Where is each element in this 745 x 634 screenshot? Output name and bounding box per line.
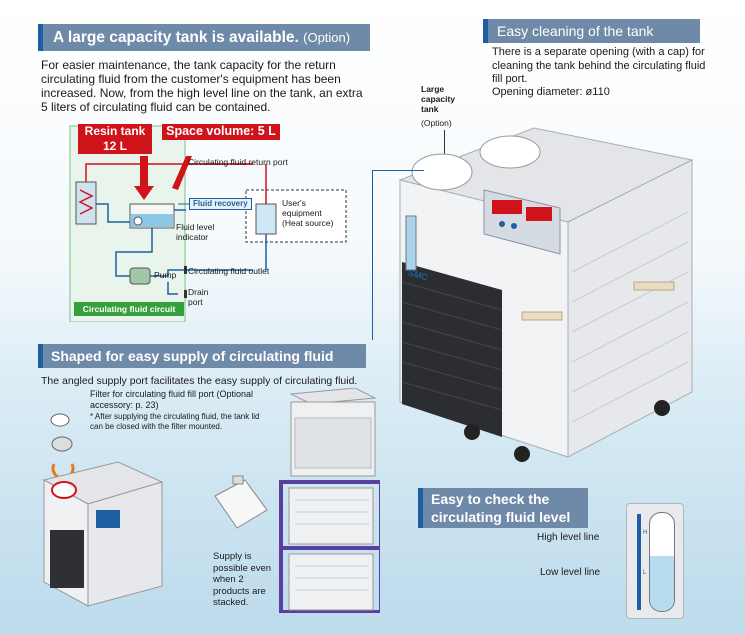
level-tube: [649, 512, 675, 612]
supply-chiller-illustration: [42, 413, 164, 607]
chiller-illustration: [398, 127, 694, 462]
fluid-level-fill: [650, 556, 674, 611]
low-mark: L: [643, 570, 647, 576]
supply-body: The angled supply port facilitates the e…: [41, 375, 358, 387]
tank-title-text: A large capacity tank is available.: [53, 29, 299, 46]
fluid-recovery-label: Fluid recovery: [189, 198, 252, 210]
drain-port-label: Drain port: [188, 287, 209, 307]
level-pointer: [372, 170, 424, 171]
circuit-label: Circulating fluid circuit: [74, 302, 184, 316]
stacked-note: Supply is possible even when 2 products …: [213, 551, 272, 608]
low-level-label: Low level line: [540, 567, 601, 578]
resin-tank-label: Resin tank 12 L: [78, 124, 152, 154]
level-window: H L: [626, 503, 684, 619]
note-marker: *: [90, 412, 95, 421]
level-scale-bar: [637, 514, 641, 610]
tank-title-option: (Option): [303, 30, 351, 45]
level-title: Easy to check the circulating fluid leve…: [418, 488, 588, 528]
supply-title: Shaped for easy supply of circulating fl…: [38, 344, 366, 368]
level-indicator-label: Fluid level indicator: [176, 222, 215, 242]
stacked-illustration: [214, 387, 383, 614]
level-pointer-vertical: [372, 170, 373, 340]
chiller-main: SMC: [392, 112, 712, 477]
large-tank-pointer: [444, 130, 445, 164]
filter-label: Filter for circulating fluid fill port (…: [90, 389, 254, 410]
circuit-diagram: Resin tank 12 L Space volume: 5 L Circul…: [68, 124, 348, 322]
high-mark: H: [643, 530, 648, 536]
large-tank-option: (Option): [421, 118, 452, 128]
circuit-lines: [69, 125, 347, 322]
tank-section-title: A large capacity tank is available. (Opt…: [38, 24, 370, 51]
tank-description: For easier maintenance, the tank capacit…: [41, 58, 363, 114]
stacked-chillers: [205, 387, 383, 614]
large-tank-label: Large capacity tank: [421, 84, 456, 114]
pump-label: Pump: [154, 270, 177, 280]
high-level-label: High level line: [537, 532, 600, 543]
return-port-label: Circulating fluid return port: [188, 157, 288, 167]
filter-note: * After supplying the circulating fluid,…: [90, 412, 260, 431]
cleaning-body: There is a separate opening (with a cap)…: [492, 46, 706, 85]
outlet-label: Circulating fluid outlet: [188, 266, 270, 276]
supply-chiller: [38, 410, 168, 610]
cleaning-diameter: Opening diameter: ø110: [492, 86, 610, 98]
space-volume-label: Space volume: 5 L: [162, 124, 280, 140]
users-equipment-label: User's equipment (Heat source): [282, 198, 334, 228]
cleaning-title: Easy cleaning of the tank: [483, 19, 700, 43]
